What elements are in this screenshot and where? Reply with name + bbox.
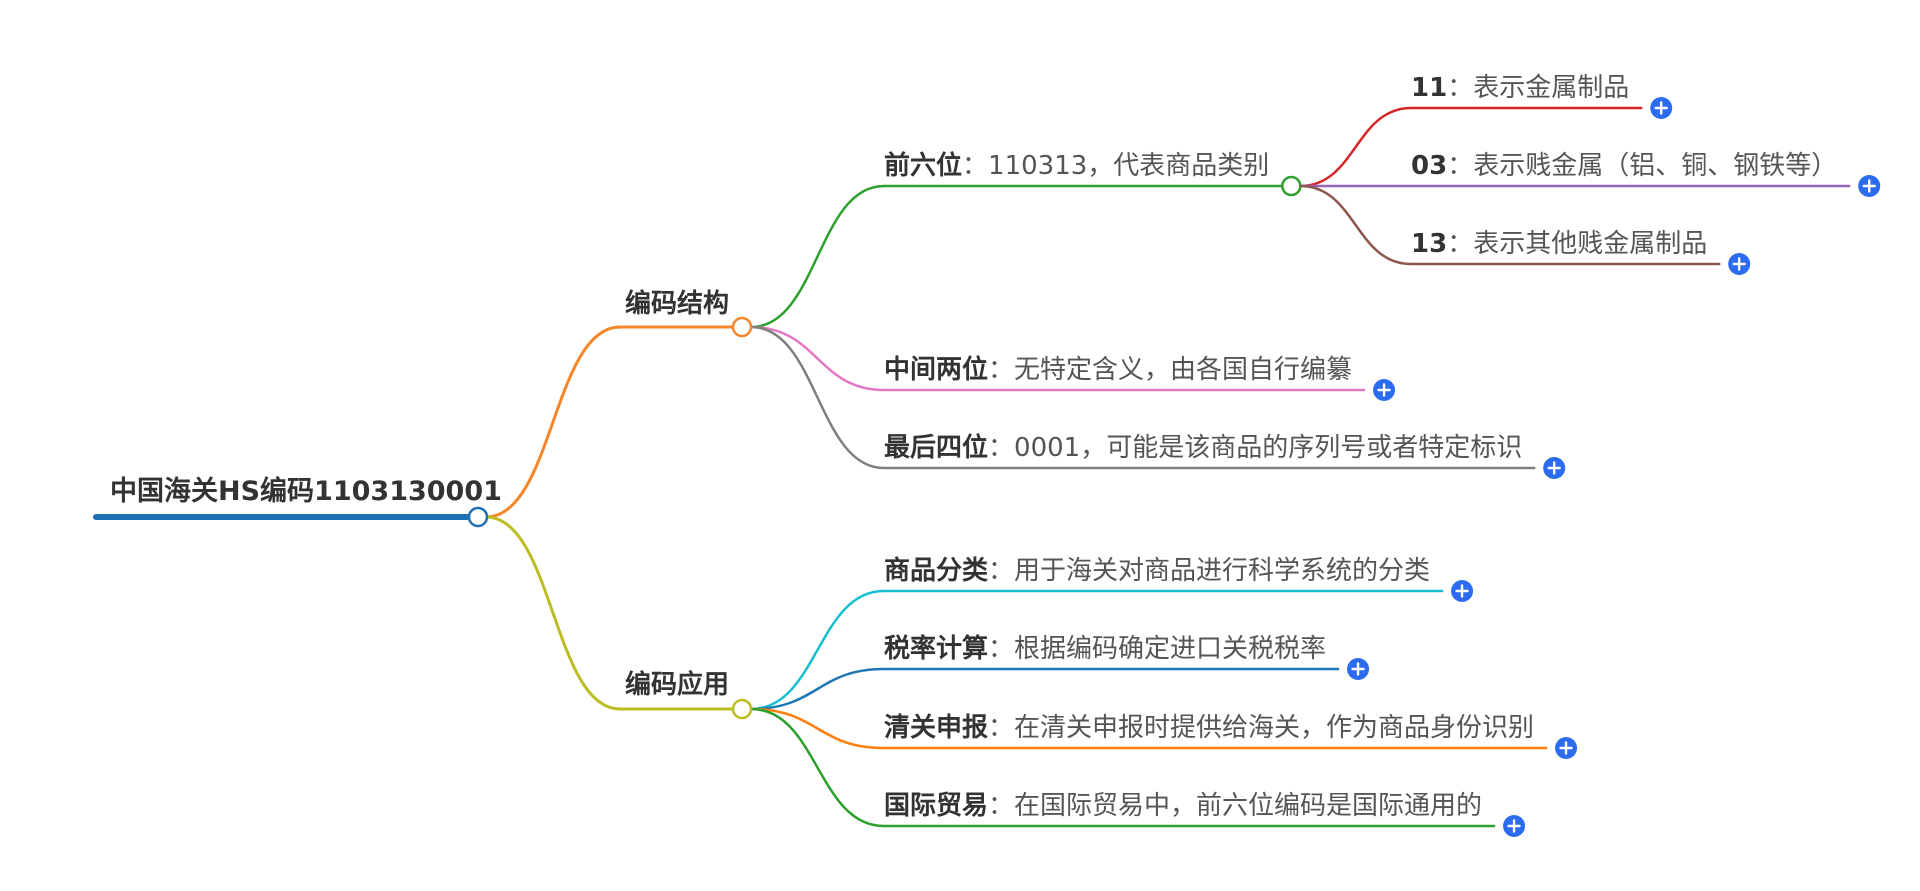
leaf-desc-c03: 表示贱金属（铝、铜、钢铁等）	[1473, 151, 1837, 181]
leaf-desc-c11: 表示金属制品	[1473, 73, 1629, 103]
node-separator: ：	[988, 634, 1014, 664]
expand-button-classify[interactable]	[1451, 580, 1474, 602]
branch-label-structure: 编码结构	[625, 288, 729, 319]
connector-middle-two	[750, 325, 885, 392]
connector-c11	[1300, 106, 1412, 188]
node-separator: ：	[962, 151, 988, 181]
expand-button-last-four[interactable]	[1543, 457, 1566, 479]
plus-icon	[1507, 819, 1521, 833]
expand-button-c13[interactable]	[1728, 253, 1751, 275]
branch-knob-application[interactable]	[731, 698, 753, 720]
node-desc-last-four: 0001，可能是该商品的序列号或者特定标识	[1014, 433, 1522, 463]
plus-icon	[1351, 662, 1365, 676]
branch-label-application: 编码应用	[625, 669, 729, 700]
node-title-customs: 清关申报	[884, 712, 988, 743]
connector-first-six	[750, 184, 885, 329]
plus-icon	[1862, 179, 1876, 193]
leaf-c11: 11：表示金属制品	[1411, 73, 1629, 103]
connector-customs	[750, 707, 885, 750]
node-separator: ：	[1447, 229, 1473, 259]
node-title-last-four: 最后四位	[884, 432, 988, 463]
leaf-c03: 03：表示贱金属（铝、铜、钢铁等）	[1411, 151, 1837, 181]
node-middle-two: 中间两位：无特定含义，由各国自行编纂	[884, 354, 1352, 385]
node-last-four: 最后四位：0001，可能是该商品的序列号或者特定标识	[884, 432, 1522, 463]
leaf-title-c13: 13	[1411, 229, 1447, 259]
plus-icon	[1732, 257, 1746, 271]
node-title-middle-two: 中间两位	[884, 354, 988, 385]
node-title-trade: 国际贸易	[884, 791, 988, 821]
expand-button-c03[interactable]	[1858, 175, 1881, 197]
connector-trade	[750, 707, 885, 828]
root-label: 中国海关HS编码1103130001	[110, 475, 502, 507]
node-classify: 商品分类：用于海关对商品进行科学系统的分类	[884, 555, 1430, 586]
expand-button-middle-two[interactable]	[1373, 379, 1396, 401]
plus-icon	[1654, 101, 1668, 115]
connector-classify	[750, 589, 885, 711]
expand-button-c11[interactable]	[1650, 97, 1673, 119]
connector-last-four	[750, 325, 885, 470]
leaf-title-c03: 03	[1411, 151, 1447, 181]
leaf-desc-c13: 表示其他贱金属制品	[1473, 229, 1707, 259]
node-title-first-six: 前六位	[884, 150, 962, 181]
node-desc-first-six: 110313，代表商品类别	[988, 151, 1269, 181]
node-separator: ：	[988, 355, 1014, 385]
root-knob[interactable]	[467, 506, 489, 528]
node-knob-first-six[interactable]	[1281, 175, 1302, 197]
node-trade: 国际贸易：在国际贸易中，前六位编码是国际通用的	[884, 791, 1482, 821]
node-title-tax: 税率计算	[884, 633, 988, 664]
node-first-six: 前六位：110313，代表商品类别	[884, 150, 1269, 181]
node-separator: ：	[1447, 73, 1473, 103]
node-separator: ：	[988, 713, 1014, 743]
branch-connector-application	[485, 515, 621, 711]
node-desc-tax: 根据编码确定进口关税税率	[1014, 634, 1326, 664]
node-separator: ：	[1447, 151, 1473, 181]
node-desc-middle-two: 无特定含义，由各国自行编纂	[1014, 355, 1352, 385]
leaf-c13: 13：表示其他贱金属制品	[1411, 229, 1707, 259]
expand-button-tax[interactable]	[1347, 658, 1370, 680]
branch-knob-structure[interactable]	[731, 316, 753, 338]
connector-tax	[750, 667, 885, 711]
expand-button-customs[interactable]	[1555, 737, 1578, 759]
node-tax: 税率计算：根据编码确定进口关税税率	[884, 633, 1326, 664]
plus-icon	[1547, 461, 1561, 475]
branch-connector-structure	[485, 325, 621, 519]
plus-icon	[1455, 584, 1469, 598]
node-desc-trade: 在国际贸易中，前六位编码是国际通用的	[1014, 791, 1482, 821]
plus-icon	[1377, 383, 1391, 397]
plus-icon	[1559, 741, 1573, 755]
node-desc-classify: 用于海关对商品进行科学系统的分类	[1014, 556, 1430, 586]
node-separator: ：	[988, 433, 1014, 463]
expand-button-trade[interactable]	[1503, 815, 1526, 837]
node-title-classify: 商品分类	[884, 555, 988, 586]
leaf-title-c11: 11	[1411, 73, 1447, 103]
node-desc-customs: 在清关申报时提供给海关，作为商品身份识别	[1014, 713, 1534, 743]
node-separator: ：	[988, 791, 1014, 821]
node-customs: 清关申报：在清关申报时提供给海关，作为商品身份识别	[884, 712, 1534, 743]
connector-c13	[1300, 184, 1412, 266]
node-separator: ：	[988, 556, 1014, 586]
